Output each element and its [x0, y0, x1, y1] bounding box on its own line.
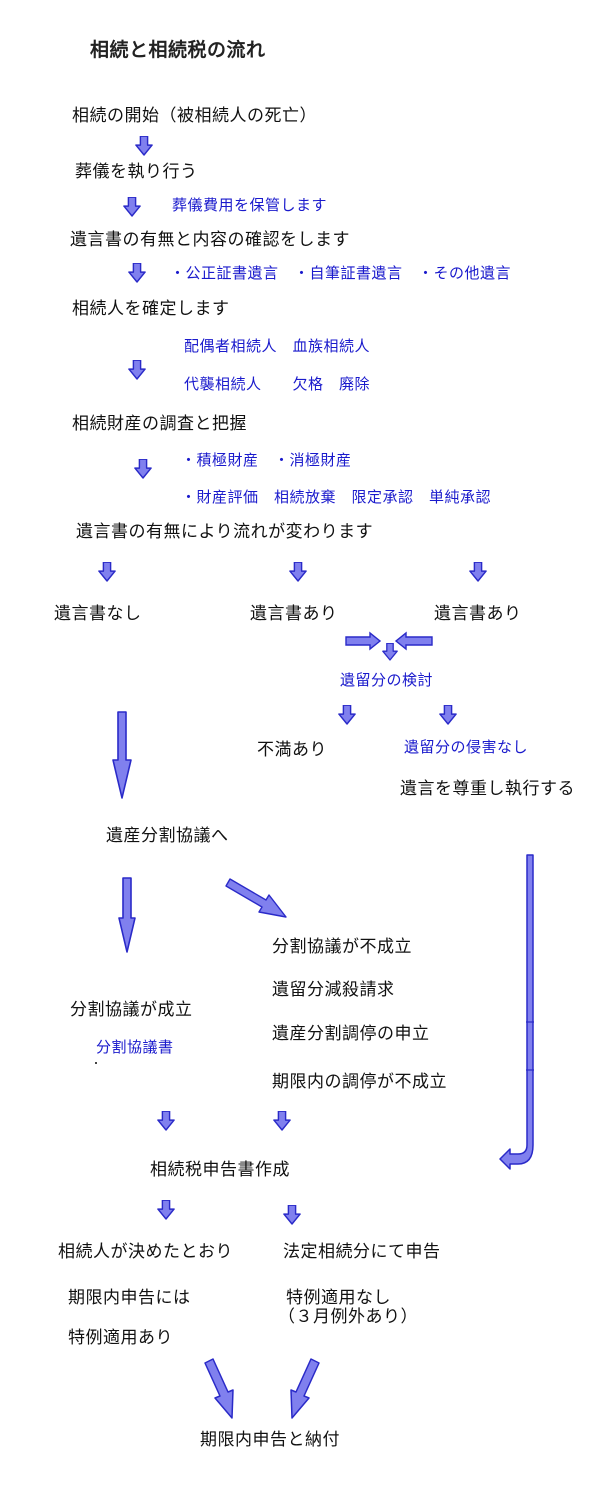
down-arrow-icon: [469, 562, 487, 582]
mediation-failed: 期限内の調停が不成立: [272, 1072, 447, 1092]
down-arrow-icon: [128, 263, 146, 283]
division-failed: 分割協議が不成立: [272, 937, 412, 957]
down-arrow-icon: [157, 1200, 175, 1220]
funeral-note: 葬儀費用を保管します: [172, 196, 328, 214]
tax-statutory: 法定相続分にて申告: [283, 1242, 441, 1262]
down-arrow-icon: [134, 459, 152, 479]
agreement-doc: 分割協議書: [96, 1038, 174, 1056]
down-arrow-icon: [283, 1205, 301, 1225]
diagonal-arrow-icon: [204, 1358, 234, 1419]
property-note-2: ・財産評価 相続放棄 限定承認 単純承認: [181, 488, 492, 506]
tax-no-special-2: （３月例外あり）: [278, 1307, 418, 1327]
down-arrow-icon: [135, 136, 153, 156]
down-arrow-icon: [273, 1111, 291, 1131]
reserved-claim: 遺留分減殺請求: [272, 980, 395, 1000]
property-note-1: ・積極財産 ・消極財産: [181, 451, 352, 469]
heirs-note-2: 代襲相続人 欠格 廃除: [184, 375, 371, 393]
division-agreed: 分割協議が成立: [70, 1000, 193, 1020]
tax-no-special-1: 特例適用なし: [286, 1288, 391, 1308]
execute-will: 遺言を尊重し執行する: [400, 779, 575, 799]
long-down-arrow-icon: [112, 711, 132, 799]
down-arrow-icon: [382, 643, 398, 661]
down-arrow-icon: [289, 562, 307, 582]
down-arrow-icon: [98, 562, 116, 582]
return-arrow-icon: [499, 854, 534, 1170]
branch-will-a: 遺言書あり: [250, 604, 338, 624]
tax-in-time-1: 期限内申告には: [68, 1288, 191, 1308]
step-flow-change: 遺言書の有無により流れが変わります: [76, 522, 374, 542]
diagonal-arrow-icon: [290, 1358, 320, 1419]
long-down-arrow-icon: [118, 877, 136, 953]
stray-dot: [95, 1062, 97, 1064]
reserved-review: 遺留分の検討: [340, 671, 434, 689]
left-arrow-icon: [394, 631, 433, 651]
diagonal-arrow-icon: [225, 878, 287, 918]
branch-will-b: 遺言書あり: [434, 604, 522, 624]
step-start: 相続の開始（被相続人の死亡）: [72, 106, 317, 126]
to-division: 遺産分割協議へ: [106, 826, 229, 846]
final-step: 期限内申告と納付: [200, 1430, 340, 1450]
down-arrow-icon: [338, 705, 356, 725]
tax-as-decided: 相続人が決めたとおり: [58, 1242, 233, 1262]
mediation: 遺産分割調停の申立: [272, 1024, 430, 1044]
will-types: ・公正証書遺言 ・自筆証書遺言 ・その他遺言: [170, 264, 512, 282]
down-arrow-icon: [123, 197, 141, 217]
no-infringement: 遺留分の侵害なし: [404, 738, 529, 756]
tax-return: 相続税申告書作成: [150, 1160, 290, 1180]
step-will-check: 遺言書の有無と内容の確認をします: [70, 230, 350, 250]
down-arrow-icon: [439, 705, 457, 725]
step-funeral: 葬儀を執り行う: [75, 162, 198, 182]
page-title: 相続と相続税の流れ: [90, 39, 266, 61]
heirs-note-1: 配偶者相続人 血族相続人: [184, 337, 371, 355]
branch-no-will: 遺言書なし: [54, 604, 142, 624]
dissatisfied: 不満あり: [257, 740, 327, 760]
down-arrow-icon: [157, 1111, 175, 1131]
down-arrow-icon: [128, 360, 146, 380]
step-property: 相続財産の調査と把握: [72, 414, 247, 434]
step-heirs: 相続人を確定します: [72, 299, 230, 319]
right-arrow-icon: [345, 631, 382, 651]
tax-in-time-2: 特例適用あり: [68, 1328, 173, 1348]
